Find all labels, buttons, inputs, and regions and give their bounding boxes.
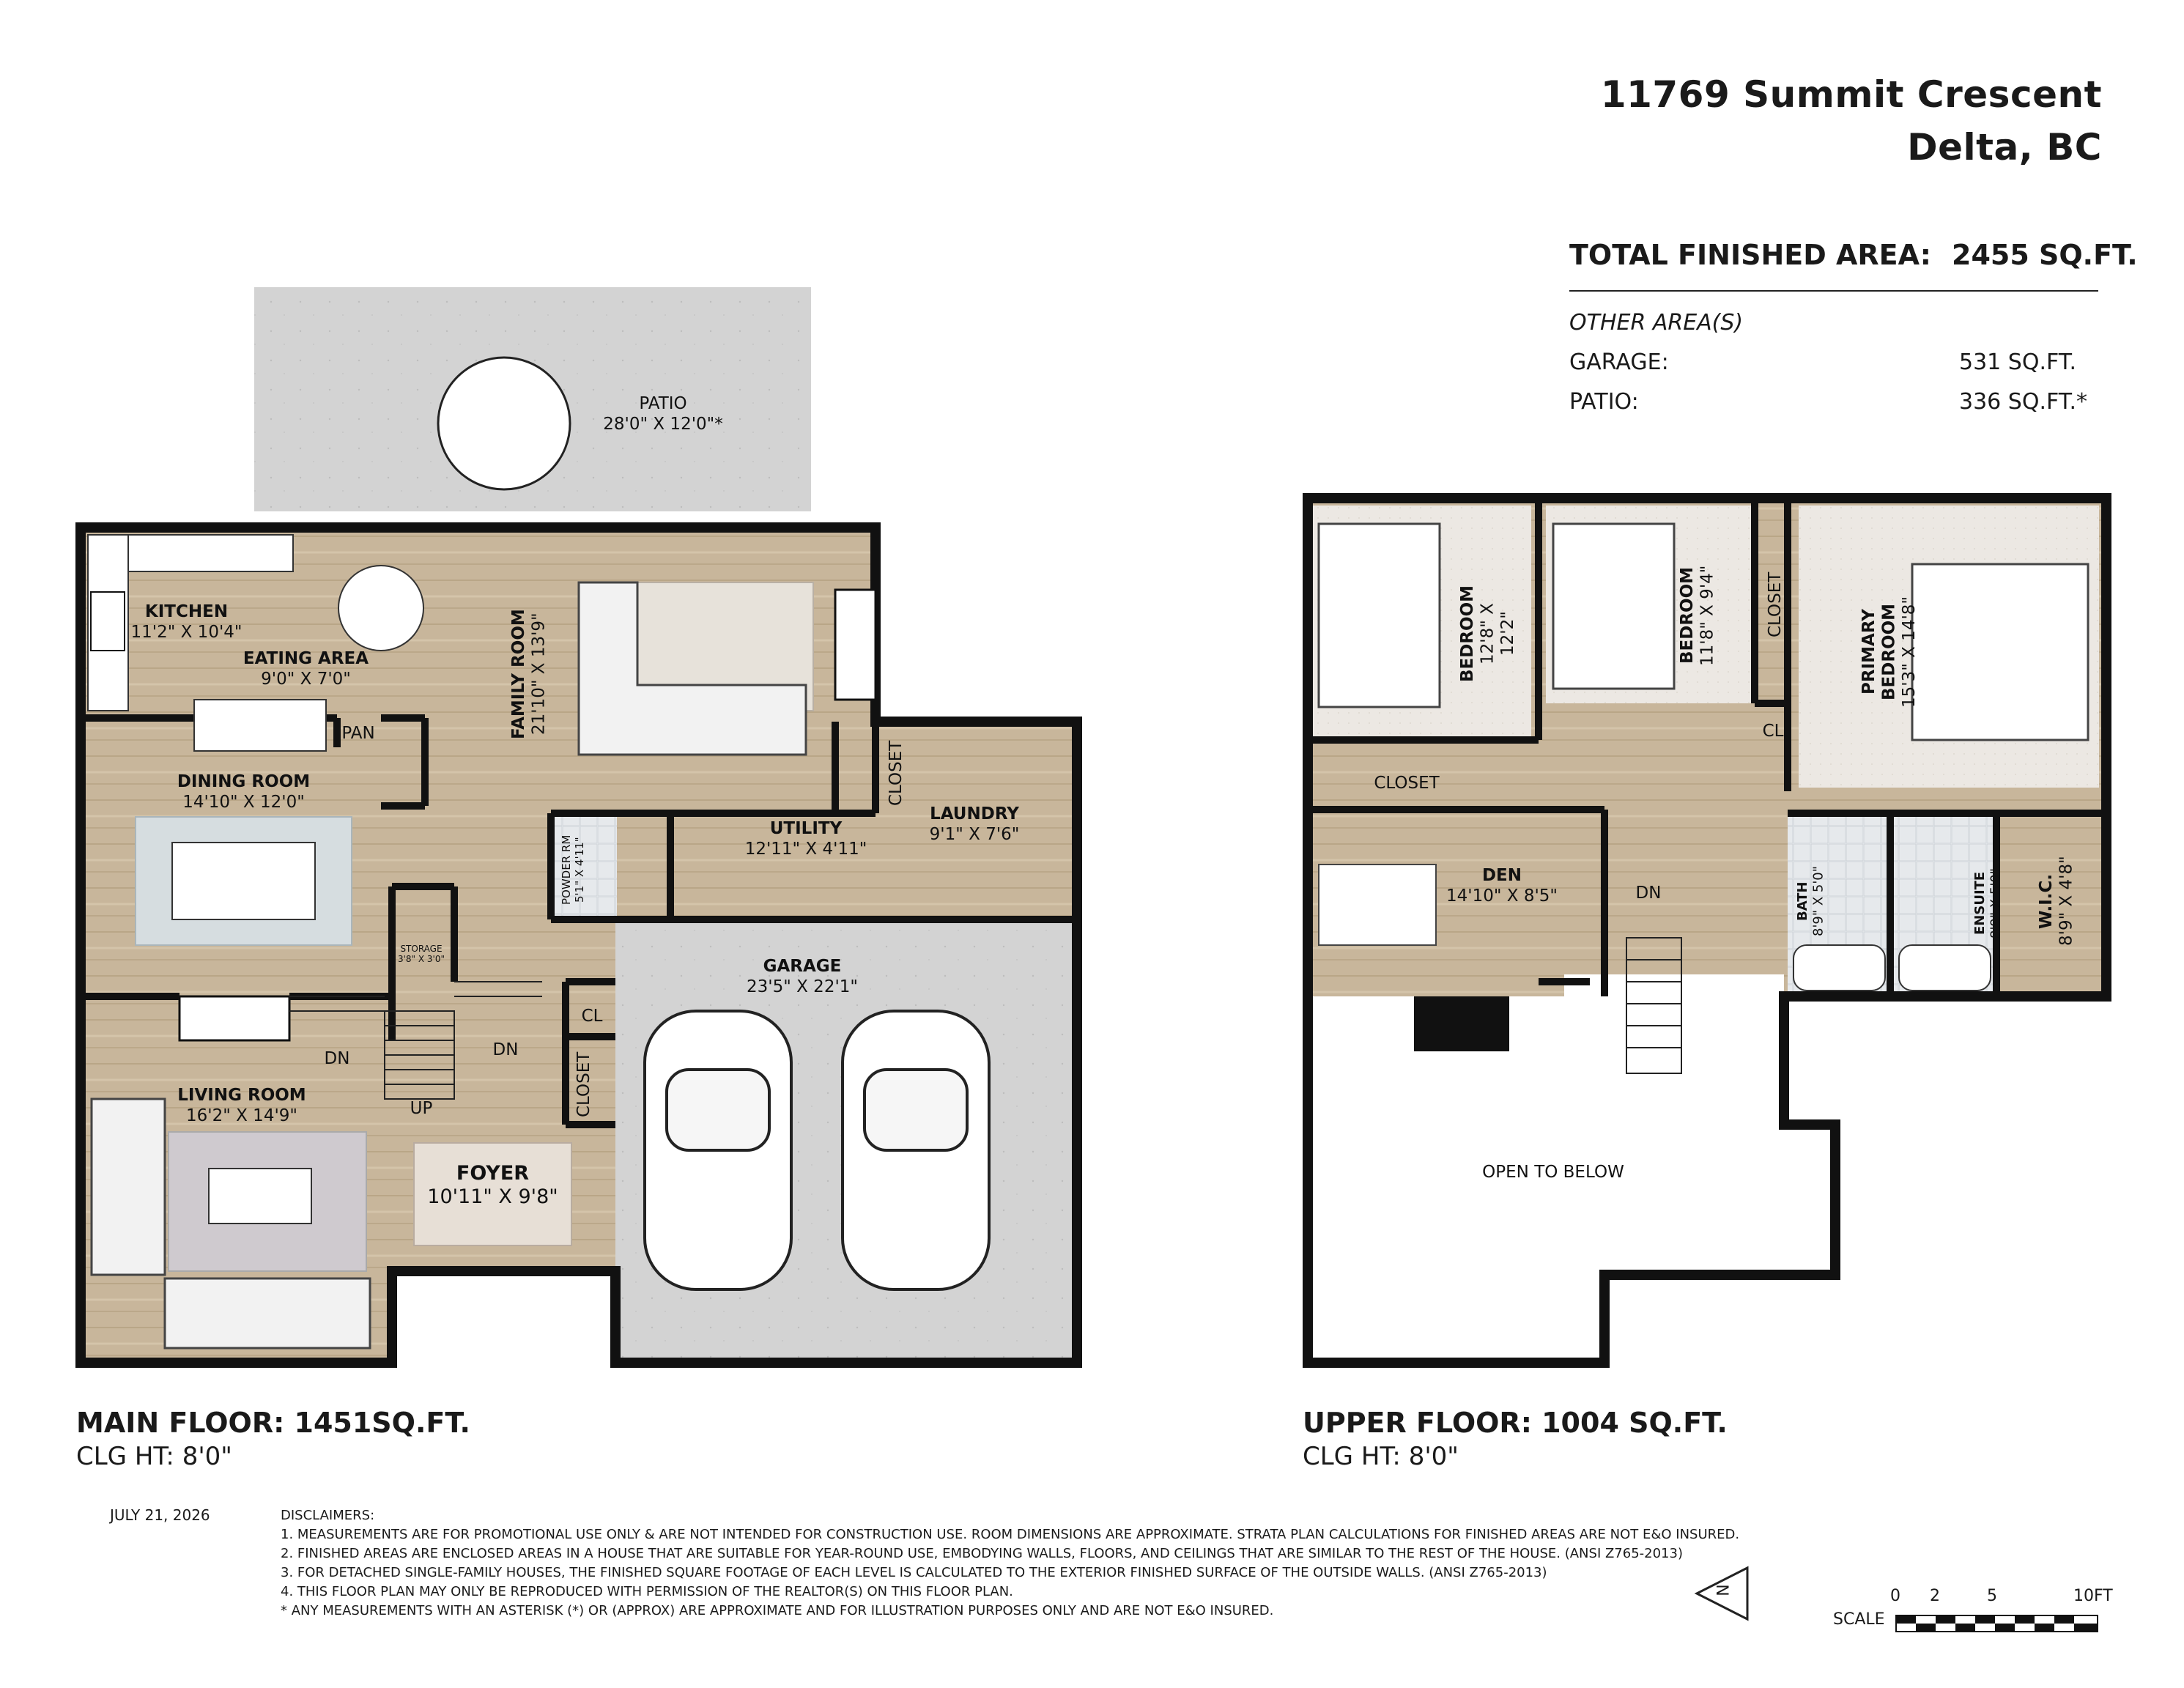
eating-table: [338, 565, 424, 651]
bed-1: [1317, 522, 1441, 708]
scale-label: SCALE: [1833, 1610, 1885, 1629]
living-room-label: LIVING ROOM 16'2" X 14'9": [177, 1086, 306, 1125]
powder-room-floor: [551, 813, 617, 919]
patio-area-label: PATIO:: [1569, 389, 1639, 415]
den-desk: [1318, 864, 1437, 946]
upper-floor-plan: [1303, 493, 2111, 1368]
wic-label: W.I.C. 8'9" X 4'8": [2037, 856, 2076, 947]
primary-bedroom-label: PRIMARY BEDROOM 15'3" X 14'8": [1859, 596, 1920, 708]
den-fireplace-block: [1414, 996, 1509, 1051]
family-room-label: FAMILY ROOM 21'10" X 13'9": [509, 609, 549, 739]
upper-dn-label: DN: [1635, 884, 1662, 903]
utility-label: UTILITY 12'11" X 4'11": [744, 819, 867, 859]
garage-label: GARAGE 23'5" X 22'1": [747, 957, 858, 996]
fireplace-living: [178, 995, 291, 1042]
cl-u-label: CL: [1762, 722, 1784, 741]
scale-tick-10: 10FT: [2073, 1587, 2113, 1605]
foyer-label: FOYER 10'11" X 9'8": [427, 1162, 558, 1209]
upper-stairs: [1626, 937, 1682, 1074]
disclaimer-line-3: 3. FOR DETACHED SINGLE-FAMILY HOUSES, TH…: [281, 1565, 1547, 1581]
open-to-below-label: OPEN TO BELOW: [1482, 1163, 1624, 1182]
main-floor-plan: [75, 287, 1082, 1368]
main-floor-ceiling: CLG HT: 8'0": [76, 1442, 232, 1471]
dining-table: [171, 842, 316, 920]
disclaimer-line-4: 4. THIS FLOOR PLAN MAY ONLY BE REPRODUCE…: [281, 1584, 1013, 1600]
total-area-rule: [1569, 290, 2098, 292]
bath-tub: [1793, 944, 1886, 991]
patio-area-value: 336 SQ.FT.*: [1959, 389, 2088, 415]
laundry-label: LAUNDRY 9'1" X 7'6": [929, 804, 1020, 844]
upper-floor-walls: [1303, 493, 2111, 1368]
ensuite-label: ENSUITE 8'9" X 5'0": [1972, 867, 2004, 939]
address-line-2: Delta, BC: [1907, 126, 2102, 169]
family-sofa: [577, 581, 807, 756]
eating-area-label: EATING AREA 9'0" X 7'0": [243, 649, 369, 689]
primary-bed: [1911, 563, 2089, 741]
cl-label: CL: [581, 1007, 603, 1026]
disclaimer-line-5: * ANY MEASUREMENTS WITH AN ASTERISK (*) …: [281, 1603, 1274, 1619]
living-sofa-2: [163, 1277, 371, 1350]
patio-umbrella: [437, 356, 571, 491]
den-label: DEN 14'10" X 8'5": [1446, 866, 1558, 906]
main-floor-label: MAIN FLOOR: 1451SQ.FT.: [76, 1407, 470, 1439]
closet-a-label: CLOSET: [886, 740, 906, 806]
patio-label: PATIO 28'0" X 12'0"*: [603, 394, 723, 434]
main-stairs: [289, 981, 542, 1100]
powder-room-label: POWDER RM 5'1" X 4'11": [560, 834, 586, 905]
garage-area-value: 531 SQ.FT.: [1959, 349, 2077, 375]
bedroom2-label: BEDROOM 11'8" X 9'4": [1678, 565, 1717, 666]
north-arrow-icon: [1694, 1566, 1749, 1621]
dn-label-1: DN: [324, 1049, 350, 1068]
dn-label-2: DN: [492, 1040, 519, 1059]
fireplace-family: [834, 588, 877, 701]
disclaimers: DISCLAIMERS: 1. MEASUREMENTS ARE FOR PRO…: [281, 1506, 1739, 1621]
disclaimers-title: DISCLAIMERS:: [281, 1508, 375, 1523]
total-area-label: TOTAL FINISHED AREA:: [1569, 239, 1931, 271]
scale-tick-5: 5: [1987, 1587, 1997, 1605]
disclaimer-line-2: 2. FINISHED AREAS ARE ENCLOSED AREAS IN …: [281, 1546, 1683, 1562]
total-area-value: 2455 SQ.FT.: [1952, 239, 2138, 271]
garage-cars: [643, 1010, 991, 1291]
bed-2: [1552, 522, 1676, 690]
north-label: N: [1714, 1584, 1733, 1596]
garage-area-label: GARAGE:: [1569, 349, 1669, 375]
upper-floor-ceiling: CLG HT: 8'0": [1303, 1442, 1459, 1471]
scale-tick-2: 2: [1930, 1587, 1940, 1605]
kitchen-island: [193, 699, 327, 752]
closet-u2-label: CLOSET: [1766, 571, 1785, 637]
bedroom1-label: BEDROOM 12'8" X 12'2": [1458, 585, 1518, 683]
closet-b-label: CLOSET: [574, 1051, 593, 1117]
foyer-rug: [413, 1142, 572, 1246]
disclaimer-line-1: 1. MEASUREMENTS ARE FOR PROMOTIONAL USE …: [281, 1527, 1740, 1543]
scale-tick-0: 0: [1890, 1587, 1900, 1605]
plan-date: JULY 21, 2026: [110, 1506, 210, 1524]
scale-bar: [1895, 1615, 2098, 1632]
upper-floor-label: UPPER FLOOR: 1004 SQ.FT.: [1303, 1407, 1728, 1439]
storage-label: STORAGE 3'8" X 3'0": [397, 944, 445, 965]
dining-room-label: DINING ROOM 14'10" X 12'0": [177, 772, 311, 812]
pan-label: PAN: [341, 724, 375, 743]
other-areas-heading: OTHER AREA(S): [1569, 310, 1744, 336]
living-sofa: [90, 1097, 166, 1276]
up-label: UP: [410, 1099, 433, 1118]
kitchen-label: KITCHEN 11'2" X 10'4": [130, 602, 243, 642]
range-stove: [90, 591, 125, 651]
ensuite-tub: [1898, 944, 1991, 991]
coffee-table: [208, 1168, 312, 1224]
closet-u1-label: CLOSET: [1374, 774, 1440, 793]
bath-label: BATH 8'9" X 5'0": [1795, 865, 1826, 937]
address-line-1: 11769 Summit Crescent: [1600, 73, 2102, 116]
